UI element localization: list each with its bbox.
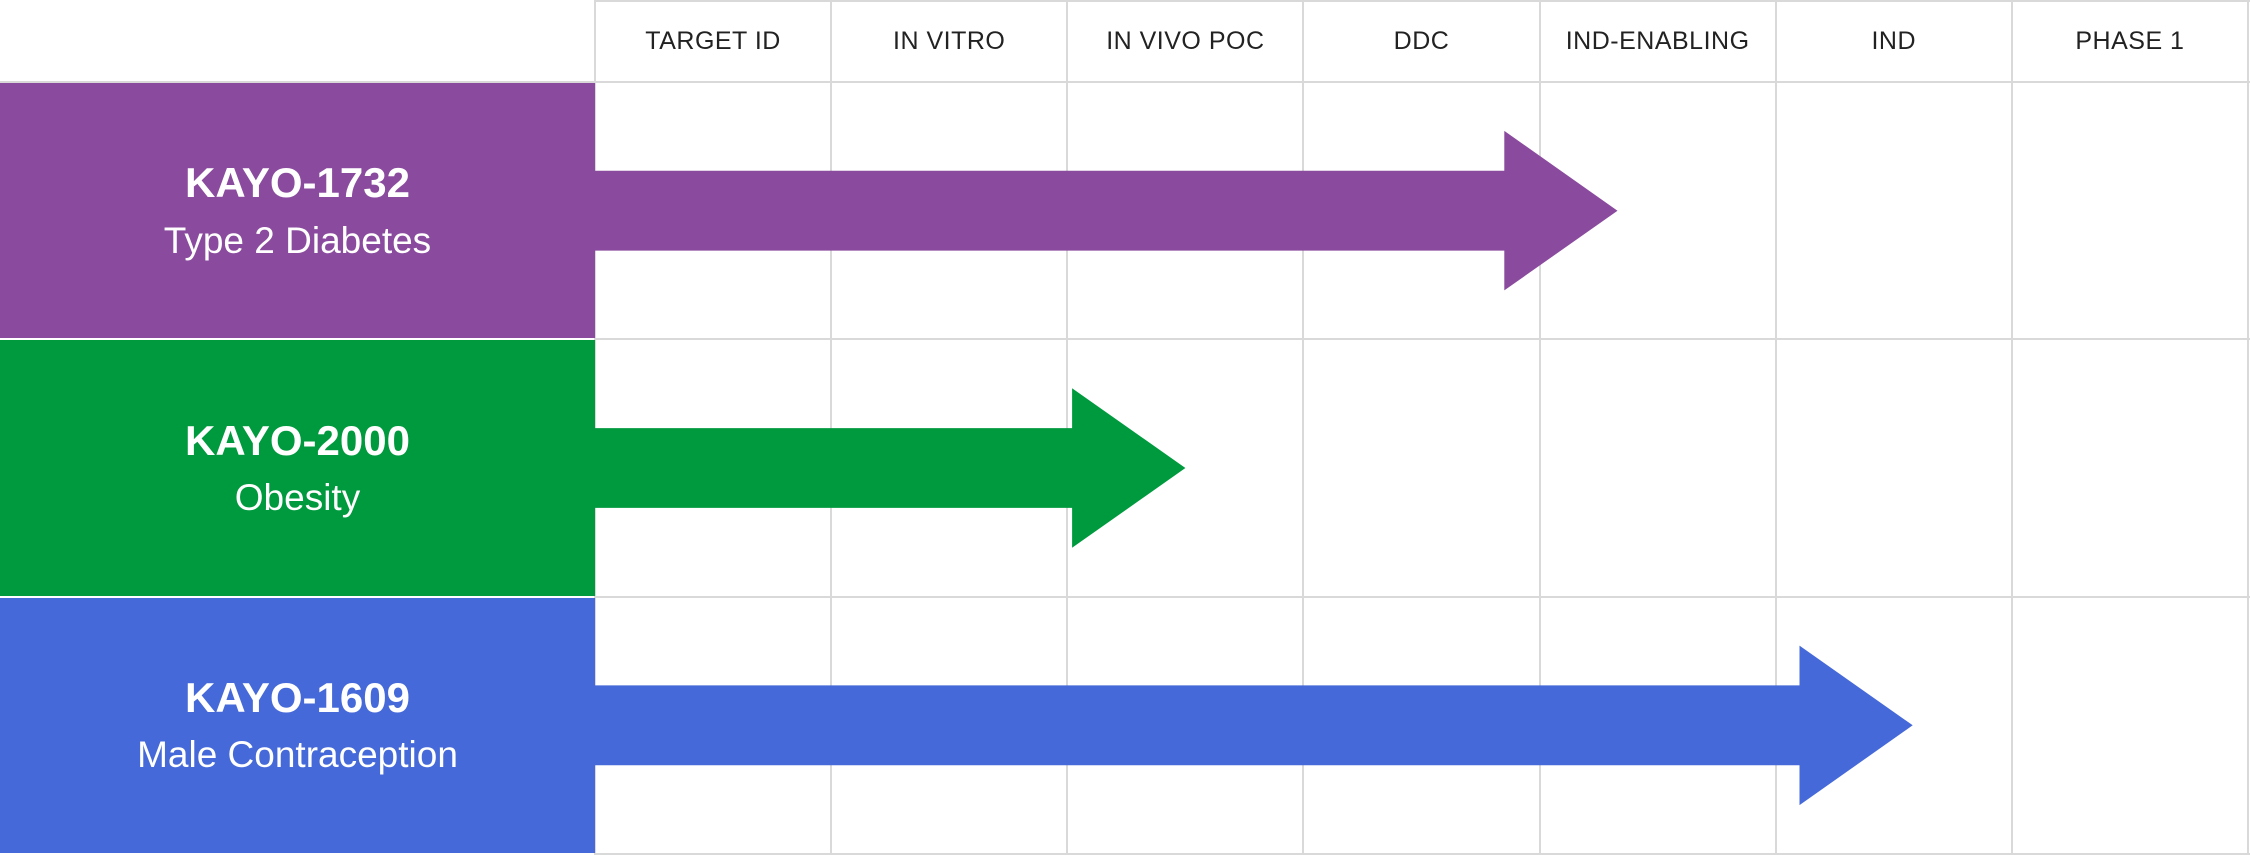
program-id: KAYO-2000	[185, 416, 410, 464]
grid-row-line	[595, 338, 2250, 340]
grid-row-line	[595, 853, 2250, 855]
grid-column-line	[1775, 0, 1777, 855]
stage-header: TARGET ID	[645, 26, 781, 55]
program-indication: Obesity	[234, 477, 361, 519]
progress-arrow	[595, 130, 1618, 291]
program-id: KAYO-1609	[185, 673, 410, 721]
grid-column-line	[830, 0, 832, 855]
grid-column-line	[594, 0, 596, 855]
stage-header: IN VITRO	[893, 26, 1006, 55]
program-id: KAYO-1732	[185, 159, 410, 207]
progress-arrow	[595, 645, 1913, 806]
program-indication: Type 2 Diabetes	[163, 219, 432, 261]
stage-header: DDC	[1393, 26, 1450, 55]
grid-row-line	[0, 81, 2250, 83]
grid-top-line	[595, 0, 2250, 2]
grid-column-line	[1066, 0, 1068, 855]
grid-column-line	[2011, 0, 2013, 855]
grid-column-line	[1539, 0, 1541, 855]
stage-header: IND-ENABLING	[1565, 26, 1750, 55]
stage-header: PHASE 1	[2075, 26, 2185, 55]
grid-row-line	[595, 596, 2250, 598]
stage-header: IND	[1871, 26, 1917, 55]
grid-column-line	[1302, 0, 1304, 855]
program-indication: Male Contraception	[137, 734, 458, 776]
grid-column-line	[2247, 0, 2249, 855]
progress-arrow	[595, 388, 1186, 548]
stage-header: IN VIVO POC	[1106, 26, 1265, 55]
